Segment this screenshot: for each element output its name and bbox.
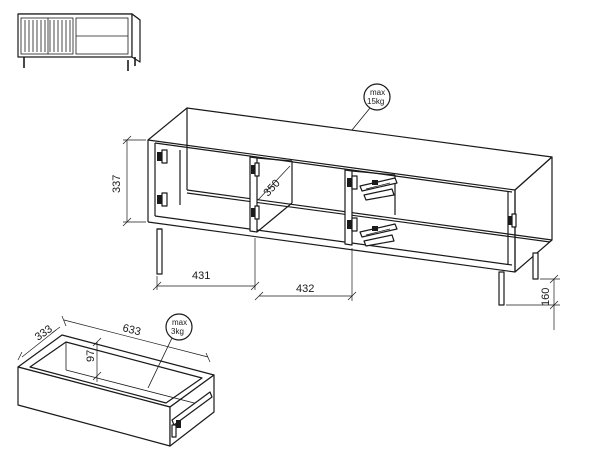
shelf-load-label-line2: 15kg	[367, 97, 384, 106]
drawer-runner-icons	[359, 177, 398, 247]
dimension-middle-bay: 432	[254, 248, 357, 301]
thumbnail-assembled-unit	[17, 13, 141, 71]
shelf-load-label-line1: max	[370, 88, 385, 97]
cabinet-legs	[156, 228, 539, 306]
dimension-label-leg-height: 160	[540, 288, 552, 306]
dimension-inner-width: 350	[257, 165, 291, 201]
drawer-box-view	[17, 334, 215, 447]
dimension-label-drawer-width: 633	[121, 322, 142, 338]
cabinet-open-view	[147, 107, 553, 306]
drawer-load-label-line2: 3kg	[171, 327, 184, 336]
dimension-drawer-height: 97	[85, 337, 102, 382]
dimension-drawer-width: 633	[61, 315, 211, 363]
hinge-icons	[157, 149, 517, 232]
dimension-height: 337	[111, 135, 146, 227]
dimension-label-height: 337	[111, 175, 123, 193]
dimension-leg-height: 160	[506, 274, 560, 330]
dimension-left-bay: 431	[152, 238, 260, 291]
dimension-label-drawer-height: 97	[85, 350, 97, 362]
shelf-load-callout: max 15kg	[351, 83, 391, 131]
thumbnail-legs	[23, 57, 136, 71]
dimension-label-middle-bay: 432	[296, 283, 314, 295]
dimension-label-left-bay: 431	[192, 270, 210, 282]
dimension-label-drawer-depth: 333	[33, 323, 55, 343]
dimension-label-inner-width: 350	[261, 177, 282, 199]
drawer-load-callout: max 3kg	[147, 313, 193, 389]
drawer-load-label-line1: max	[172, 318, 187, 327]
slatted-door-icon	[24, 20, 71, 52]
